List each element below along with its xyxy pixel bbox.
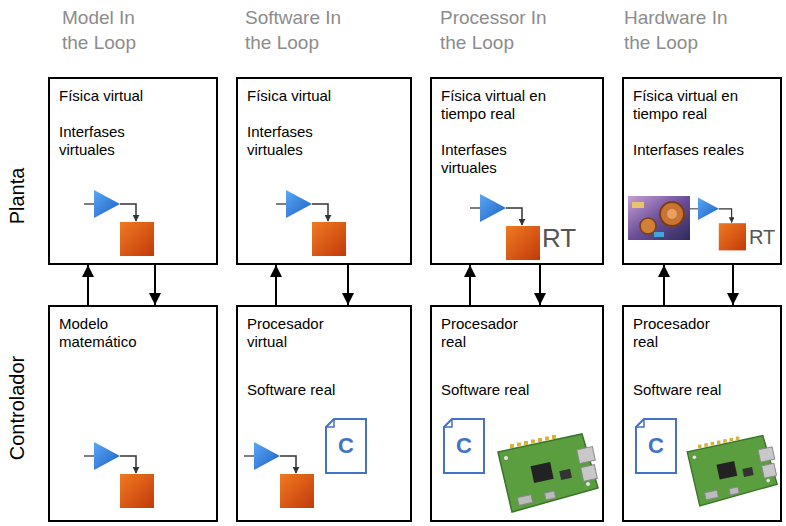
- box-body: Interfases virtuales: [247, 123, 365, 159]
- box-body: Interfases virtuales: [59, 123, 177, 159]
- raspberry-pi-board: [687, 436, 777, 506]
- realtime-tag: RT: [542, 222, 576, 256]
- code-icon-letter: C: [443, 418, 485, 474]
- signal-arrow: [275, 265, 277, 305]
- box-body: Software real: [441, 381, 541, 399]
- box-body: Interfases reales: [633, 141, 751, 159]
- signal-arrow: [732, 265, 734, 305]
- plant-box: Física virtualInterfases virtuales: [236, 77, 412, 265]
- simulink-block: [84, 442, 154, 508]
- plant-box: Física virtualInterfases virtuales: [48, 77, 218, 265]
- row-label: Controlador: [4, 356, 30, 461]
- simulink-block: [276, 190, 346, 256]
- box-body: Interfases virtuales: [441, 141, 559, 177]
- code-document: [326, 419, 366, 473]
- column-header: Model In the Loop: [62, 6, 162, 55]
- column-header: Processor In the Loop: [440, 6, 558, 55]
- simulink-block: [690, 198, 746, 251]
- box-heading: Física virtual en tiempo real: [633, 87, 751, 123]
- signal-arrow: [154, 265, 156, 305]
- code-icon-letter: C: [635, 418, 677, 474]
- box-heading: Procesador virtual: [247, 315, 347, 351]
- box-heading: Modelo matemático: [59, 315, 159, 351]
- code-document: [444, 419, 484, 473]
- simulink-block: [244, 442, 314, 508]
- column-header: Hardware In the Loop: [624, 6, 742, 55]
- box-heading: Física virtual en tiempo real: [441, 87, 559, 123]
- realtime-tag: RT: [749, 224, 775, 250]
- box-heading: Física virtual: [59, 87, 177, 105]
- signal-arrow: [539, 265, 541, 305]
- controller-box: Modelo matemático: [48, 305, 218, 522]
- row-label: Planta: [4, 168, 30, 225]
- code-icon-letter: C: [325, 418, 367, 474]
- plant-box: Física virtual en tiempo realInterfases …: [430, 77, 604, 265]
- controller-box: Procesador virtualSoftware real: [236, 305, 412, 522]
- box-body: Software real: [633, 381, 733, 399]
- simulink-block: [84, 190, 154, 256]
- box-heading: Física virtual: [247, 87, 365, 105]
- simulink-block: [470, 194, 540, 260]
- hardware-photo: [628, 196, 690, 240]
- controller-box: Procesador realSoftware real: [430, 305, 604, 522]
- box-heading: Procesador real: [633, 315, 733, 351]
- raspberry-pi-board: [498, 434, 598, 512]
- signal-arrow: [347, 265, 349, 305]
- column-header: Software In the Loop: [245, 6, 363, 55]
- box-body: Software real: [247, 381, 347, 399]
- signal-arrow: [663, 265, 665, 305]
- signal-arrow: [87, 265, 89, 305]
- controller-box: Procesador realSoftware real: [622, 305, 782, 522]
- box-heading: Procesador real: [441, 315, 541, 351]
- code-document: [636, 419, 676, 473]
- signal-arrow: [469, 265, 471, 305]
